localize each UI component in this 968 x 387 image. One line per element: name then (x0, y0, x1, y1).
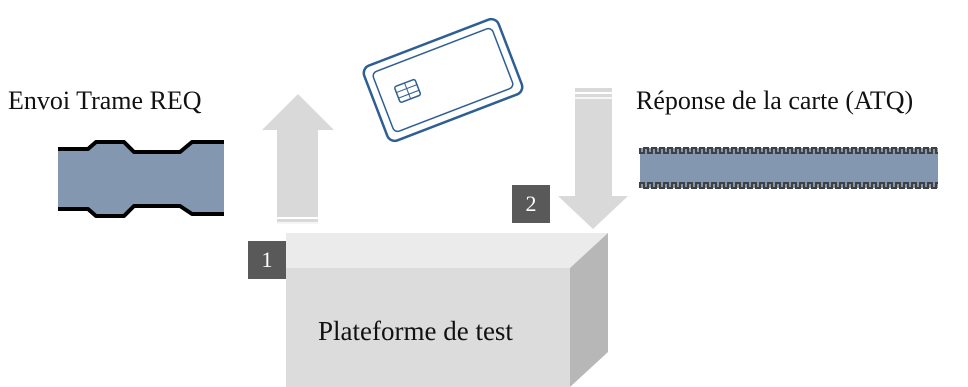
step-one-badge: 1 (248, 241, 286, 279)
platform-label: Plateforme de test (318, 316, 513, 346)
atq-response-bottom-edge (639, 182, 938, 189)
card-chip-icon (394, 78, 422, 103)
platform-top-face (286, 233, 608, 268)
atq-response-signal (639, 147, 938, 189)
req-frame-signal (58, 140, 224, 218)
atq-response-top-edge (639, 147, 938, 154)
contactless-smart-card-icon (362, 17, 524, 143)
request-frame-label: Envoi Trame REQ (8, 86, 202, 115)
response-frame-label: Réponse de la carte (ATQ) (636, 86, 914, 115)
req-frame-top-edge (58, 140, 224, 154)
step-two-badge: 2 (512, 185, 550, 223)
test-platform-box (286, 233, 608, 387)
arrow-down-icon (558, 88, 628, 229)
req-frame-bottom-edge (58, 204, 224, 218)
arrow-up-icon (262, 94, 334, 224)
platform-side-face (570, 233, 608, 387)
req-frame-body (58, 142, 224, 216)
atq-response-body (640, 148, 938, 188)
platform-front-face (286, 268, 570, 387)
